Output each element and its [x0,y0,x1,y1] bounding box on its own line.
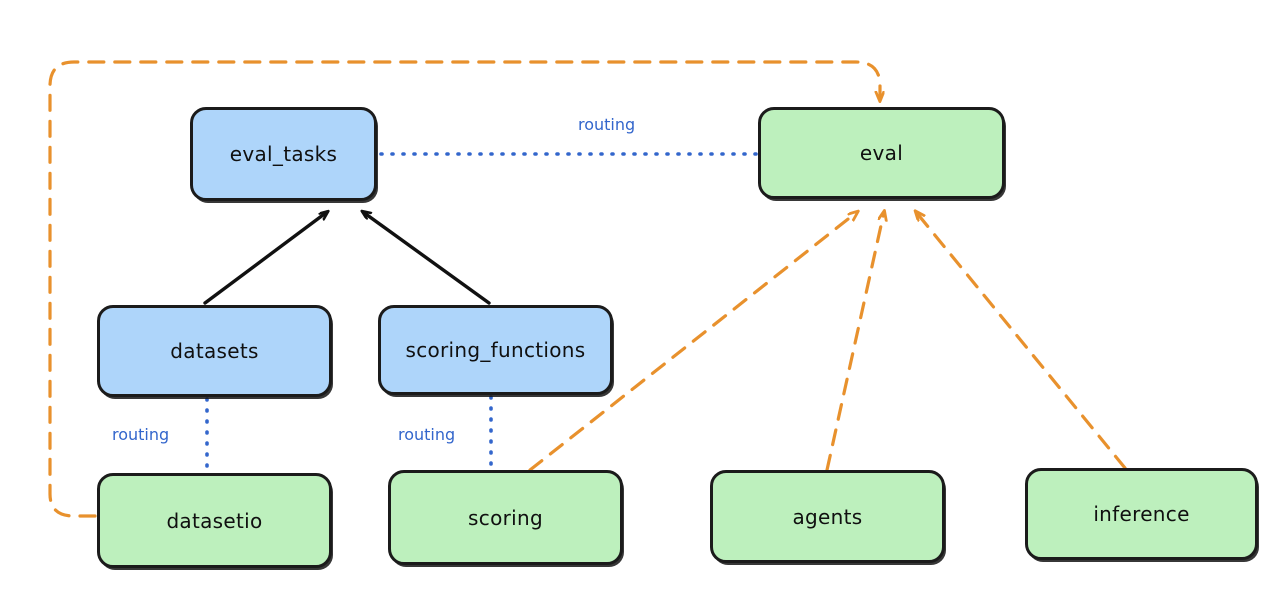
edge-datasets-to-eval-tasks [203,212,327,305]
node-datasets[interactable]: datasets [97,305,332,397]
edge-agents-to-eval [825,212,884,472]
edge-label-routing-eval: routing [578,115,636,134]
node-inference-label: inference [1093,502,1190,526]
node-inference[interactable]: inference [1025,468,1258,560]
node-datasets-label: datasets [170,339,259,363]
edge-scoring-to-eval [528,212,857,472]
node-scoring-functions-label: scoring_functions [405,338,586,362]
node-scoring-label: scoring [468,505,543,530]
edge-inference-to-eval [916,212,1127,470]
node-agents[interactable]: agents [710,470,945,563]
node-eval[interactable]: eval [758,107,1005,199]
node-scoring-functions[interactable]: scoring_functions [378,305,613,395]
edge-scoring-functions-to-eval-tasks [363,212,491,305]
node-datasetio[interactable]: datasetio [97,473,332,568]
node-eval-tasks-label: eval_tasks [229,142,338,166]
node-scoring[interactable]: scoring [388,470,623,565]
node-agents-label: agents [792,504,863,529]
edge-datasetio-to-eval [48,60,880,518]
node-eval-tasks[interactable]: eval_tasks [190,107,377,201]
edge-label-routing-datasetio: routing [112,425,170,444]
edge-label-routing-scoring: routing [398,425,456,444]
node-datasetio-label: datasetio [166,508,263,533]
node-eval-label: eval [859,141,904,165]
